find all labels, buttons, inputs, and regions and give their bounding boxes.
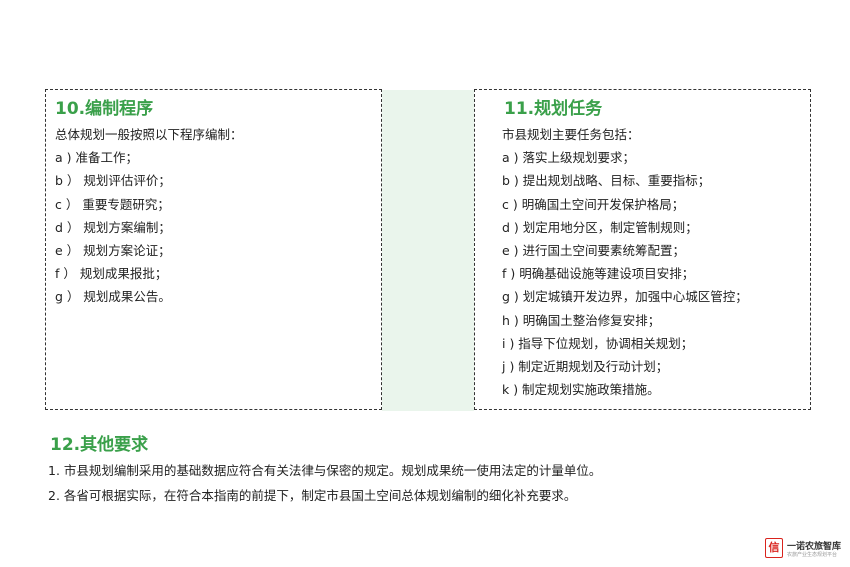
task-item: e ) 进行国土空间要素统筹配置；	[502, 242, 686, 258]
procedure-item: f ） 规划成果报批；	[55, 266, 168, 282]
task-item: f ) 明确基础设施等建设项目安排；	[502, 266, 695, 282]
procedure-item: c ） 重要专题研究；	[55, 196, 170, 212]
procedure-item: e ） 规划方案论证；	[55, 242, 171, 258]
other-requirements-title: 12.其他要求	[50, 435, 149, 455]
procedure-intro: 总体规划一般按照以下程序编制：	[55, 127, 243, 142]
center-green-band	[382, 90, 474, 411]
task-item: d ) 划定用地分区，制定管制规则；	[502, 219, 698, 235]
requirement-item: 2. 各省可根据实际，在符合本指南的前提下，制定市县国土空间总体规划编制的细化补…	[48, 488, 577, 503]
procedure-item: d ） 规划方案编制；	[55, 219, 171, 235]
tasks-panel: 11.规划任务 市县规划主要任务包括： a ) 落实上级规划要求； b ) 提出…	[474, 89, 811, 410]
procedure-body: 总体规划一般按照以下程序编制： a ) 准备工作； b ） 规划评估评价； c …	[55, 123, 243, 309]
logo-name: 一诺农旅智库	[787, 542, 842, 552]
task-item: k ) 制定规划实施政策措施。	[502, 382, 660, 398]
logo-mark-icon: 信	[765, 538, 783, 558]
tasks-body: 市县规划主要任务包括： a ) 落实上级规划要求； b ) 提出规划战略、目标、…	[502, 123, 748, 401]
task-item: b ) 提出规划战略、目标、重要指标；	[502, 173, 711, 189]
brand-logo: 信 一诺农旅智库 农旅产业生态规划平台	[765, 538, 843, 560]
tasks-intro: 市县规划主要任务包括：	[502, 127, 640, 142]
tasks-title: 11.规划任务	[504, 99, 603, 119]
procedure-item: a ) 准备工作；	[55, 150, 138, 166]
procedure-panel: 10.编制程序 总体规划一般按照以下程序编制： a ) 准备工作； b ） 规划…	[45, 89, 382, 410]
task-item: g ) 划定城镇开发边界，加强中心城区管控；	[502, 289, 748, 305]
task-item: a ) 落实上级规划要求；	[502, 150, 635, 166]
task-item: j ) 制定近期规划及行动计划；	[502, 358, 669, 374]
requirement-item: 1. 市县规划编制采用的基础数据应符合有关法律与保密的规定。规划成果统一使用法定…	[48, 463, 602, 478]
task-item: h ) 明确国土整治修复安排；	[502, 312, 661, 328]
task-item: i ) 指导下位规划，协调相关规划；	[502, 335, 694, 351]
procedure-item: g ） 规划成果公告。	[55, 289, 171, 305]
procedure-item: b ） 规划评估评价；	[55, 173, 171, 189]
task-item: c ) 明确国土空间开发保护格局；	[502, 196, 685, 212]
procedure-title: 10.编制程序	[55, 99, 154, 119]
logo-tagline: 农旅产业生态规划平台	[787, 552, 838, 558]
